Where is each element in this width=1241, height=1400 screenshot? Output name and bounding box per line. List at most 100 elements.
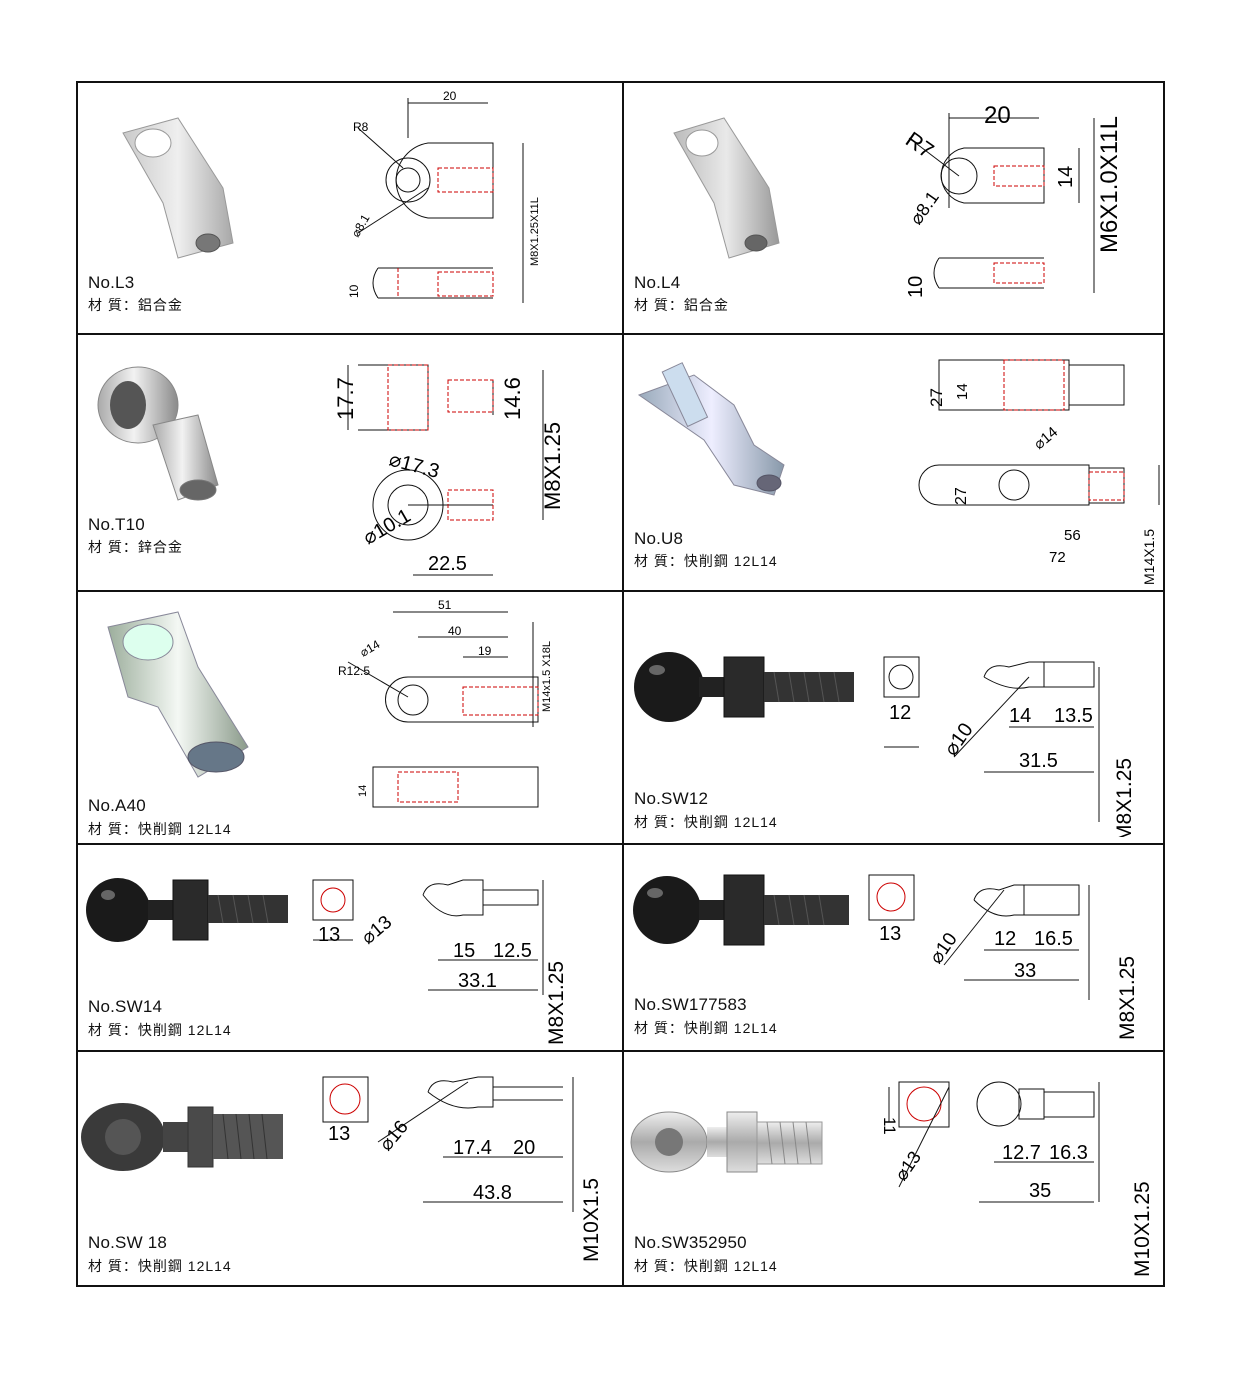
clevis-u8-photo — [637, 362, 785, 496]
material-label: 材 質：快削鋼 12L14 — [88, 1022, 232, 1038]
part-cell-u8: 27 14 ⌀14 27 56 72 M14X1.5 No.U8 材 質：快削鋼… — [624, 335, 1165, 590]
dim-label: 17.7 — [333, 377, 358, 420]
dim-label: 13 — [318, 924, 340, 946]
drawing-u8: 27 14 ⌀14 27 56 72 M14X1.5 — [918, 359, 1160, 585]
catalog-sheet: 20 R8 ⌀8.1 M8X1.25X11L 10 No.L3 材 質：鋁合金 — [76, 81, 1165, 1287]
drawing-sw177583: 13 ⌀10 12 16.5 33 M8X1.25 — [868, 874, 1139, 1040]
material-label: 材 質：快削鋼 12L14 — [634, 1258, 778, 1274]
part-cell-sw12: 12 ⌀10 14 13.5 31.5 M8X1.25 No.SW12 材 質：… — [624, 592, 1165, 843]
dim-label: 15 — [453, 940, 475, 962]
part-cell-t10: 17.7 14.6 M8X1.25 ⌀17.3 ⌀10.1 22.5 No.T1… — [78, 335, 622, 590]
part-cell-sw14: 13 ⌀13 15 12.5 33.1 M8X1.25 No.SW14 材 質：… — [78, 845, 622, 1050]
model-number: No.T10 — [88, 515, 145, 534]
rod-end-t10-photo — [97, 366, 219, 501]
model-number: No.SW14 — [88, 997, 163, 1016]
dim-label: 12.5 — [493, 940, 532, 962]
column-divider — [622, 83, 624, 1285]
dim-label: 13.5 — [1054, 705, 1093, 727]
row-divider — [78, 590, 1163, 592]
dim-label: ⌀10.1 — [360, 505, 415, 550]
dim-label: R7 — [901, 127, 938, 164]
drawing-sw12: 12 ⌀10 14 13.5 31.5 M8X1.25 — [883, 656, 1136, 837]
dim-label: ⌀13 — [358, 912, 396, 949]
rod-end-l3-photo — [122, 117, 234, 259]
dim-label: M8X1.25 — [540, 422, 565, 510]
dim-label: ⌀14 — [1031, 424, 1062, 454]
dim-label: 19 — [478, 644, 492, 658]
drawing-sw14: 13 ⌀13 15 12.5 33.1 M8X1.25 — [312, 879, 568, 1045]
model-number: No.L3 — [88, 273, 135, 292]
dim-label: 14 — [1009, 705, 1031, 727]
dim-label: 40 — [448, 624, 462, 638]
rod-end-l4-photo — [673, 117, 780, 259]
drawing-sw352950: 11 ⌀13 12.7 16.3 35 M10X1.25 — [880, 1081, 1154, 1277]
dim-label: M8X1.25X11L — [529, 197, 541, 266]
drawing-a40: 51 40 19 ⌀14 R12.5 M14x1.5 X18L 14 — [338, 598, 553, 808]
model-number: No.L4 — [634, 273, 681, 292]
dim-label: 20 — [513, 1137, 535, 1159]
dim-label: 11 — [880, 1117, 899, 1135]
material-label: 材 質：鋅合金 — [88, 539, 183, 555]
part-cell-l3: 20 R8 ⌀8.1 M8X1.25X11L 10 No.L3 材 質：鋁合金 — [78, 83, 622, 333]
part-cell-l4: 20 R7 ⌀8.1 14 M6X1.0X11L 10 No.L4 材 質：鋁合… — [624, 83, 1165, 333]
dim-label: 12 — [889, 702, 911, 724]
dim-label: R12.5 — [338, 664, 370, 678]
dim-label: 12.7 — [1002, 1142, 1041, 1164]
dim-label: ⌀13 — [891, 1148, 925, 1185]
dim-label: 33.1 — [458, 970, 497, 992]
ball-stud-sw18-photo — [81, 1103, 283, 1171]
model-number: No.SW12 — [634, 789, 709, 808]
dim-label: 72 — [1049, 549, 1066, 566]
dim-label: ⌀17.3 — [387, 449, 442, 483]
material-label: 材 質：快削鋼 12L14 — [88, 821, 232, 837]
dim-label: ⌀10 — [940, 719, 978, 760]
drawing-l3: 20 R8 ⌀8.1 M8X1.25X11L 10 — [347, 89, 541, 303]
dim-label: 43.8 — [473, 1182, 512, 1204]
model-number: No.SW177583 — [634, 995, 747, 1014]
ball-stud-sw352950-photo — [630, 1111, 823, 1173]
dim-label: M14x1.5 X18L — [541, 641, 553, 712]
part-cell-a40: 51 40 19 ⌀14 R12.5 M14x1.5 X18L 14 No.A4… — [78, 592, 622, 843]
model-number: No.SW352950 — [634, 1233, 747, 1252]
rod-end-a40-photo — [107, 611, 249, 778]
part-cell-sw352950: 11 ⌀13 12.7 16.3 35 M10X1.25 No.SW352950… — [624, 1052, 1165, 1287]
row-divider — [78, 1050, 1163, 1052]
dim-label: M10X1.25 — [1131, 1181, 1154, 1277]
dim-label: 27 — [953, 487, 970, 505]
ball-stud-sw12-photo — [634, 652, 854, 722]
model-number: No.SW 18 — [88, 1233, 168, 1252]
row-divider — [78, 843, 1163, 845]
dim-label: 20 — [443, 89, 457, 103]
dim-label: 13 — [328, 1123, 350, 1145]
row-divider — [78, 333, 1163, 335]
dim-label: 10 — [905, 276, 927, 298]
dim-label: 33 — [1014, 960, 1036, 982]
model-number: No.A40 — [88, 796, 146, 815]
dim-label: ⌀8.1 — [906, 187, 943, 228]
dim-label: 27 — [927, 388, 946, 407]
part-cell-sw18: 13 ⌀16 17.4 20 43.8 M10X1.5 No.SW 18 材 質… — [78, 1052, 622, 1287]
dim-label: 13 — [879, 923, 901, 945]
part-cell-sw177583: 13 ⌀10 12 16.5 33 M8X1.25 No.SW177583 材 … — [624, 845, 1165, 1050]
dim-label: 35 — [1029, 1180, 1051, 1202]
dim-label: 17.4 — [453, 1137, 492, 1159]
dim-label: 16.3 — [1049, 1142, 1088, 1164]
dim-label: 14 — [357, 785, 369, 797]
dim-label: 51 — [438, 598, 452, 612]
dim-label: 56 — [1064, 527, 1081, 544]
dim-label: M10X1.5 — [580, 1178, 603, 1262]
dim-label: 16.5 — [1034, 928, 1073, 950]
drawing-l4: 20 R7 ⌀8.1 14 M6X1.0X11L 10 — [901, 102, 1123, 298]
material-label: 材 質：鋁合金 — [634, 297, 729, 313]
dim-label: M8X1.25 — [1113, 758, 1136, 837]
dim-label: M8X1.25 — [1116, 956, 1139, 1040]
ball-stud-sw14-photo — [86, 878, 288, 942]
dim-label: ⌀14 — [358, 637, 383, 660]
drawing-t10: 17.7 14.6 M8X1.25 ⌀17.3 ⌀10.1 22.5 — [333, 364, 565, 576]
dim-label: 14 — [954, 383, 971, 400]
material-label: 材 質：快削鋼 12L14 — [634, 1020, 778, 1036]
dim-label: 10 — [347, 284, 361, 298]
material-label: 材 質：鋁合金 — [88, 297, 183, 313]
material-label: 材 質：快削鋼 12L14 — [634, 553, 778, 569]
dim-label: 12 — [994, 928, 1016, 950]
